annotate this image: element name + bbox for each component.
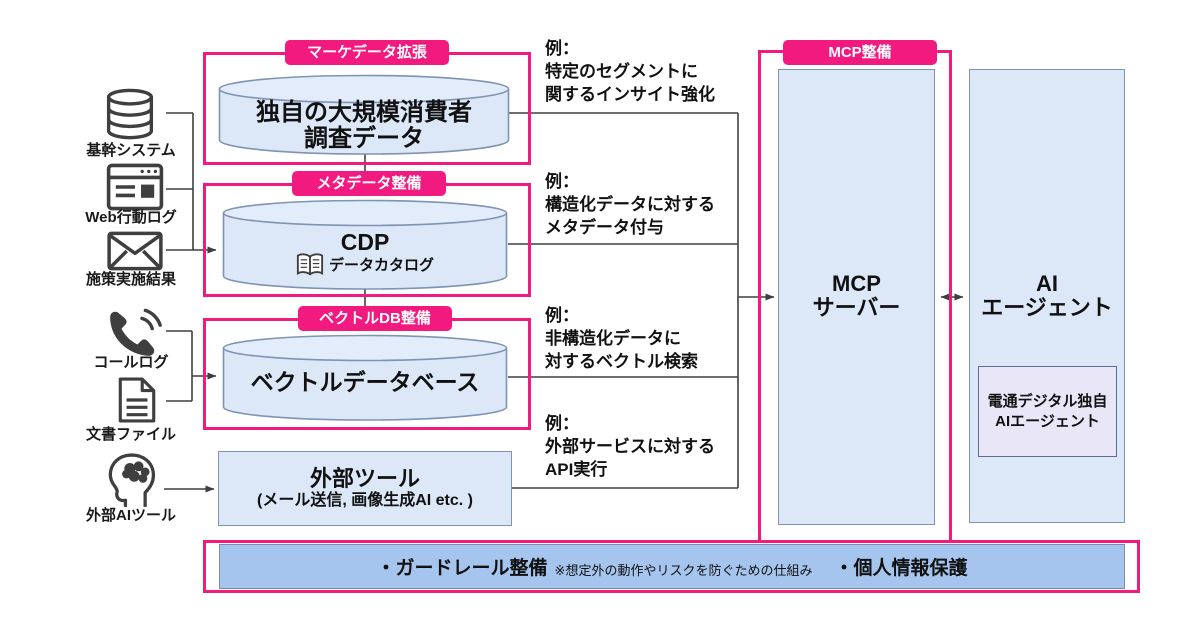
mcp-server-box xyxy=(778,69,935,525)
source-label-call-log: コールログ xyxy=(93,354,169,371)
example-insight: 例： 特定のセグメントに 関するインサイト強化 xyxy=(545,39,715,104)
ai-brain-icon xyxy=(101,451,163,513)
phone-icon xyxy=(103,307,165,362)
mail-icon xyxy=(106,231,164,276)
vector-db-cylinder xyxy=(222,334,508,421)
source-label-external-ai-tool: 外部AIツール xyxy=(85,507,176,524)
example-api-execution: 例： 外部サービスに対する API実行 xyxy=(545,414,715,479)
data-catalog-label: データカタログ xyxy=(328,257,434,274)
cdp-cylinder xyxy=(222,199,508,290)
badge-marketing-data-expansion: マーケデータ拡張 xyxy=(285,40,449,65)
external-tools-subtitle: (メール送信, 画像生成AI etc. ) xyxy=(256,491,473,509)
source-label-campaign-results: 施策実施結果 xyxy=(85,271,176,288)
cdp-cylinder-title: CDP xyxy=(340,229,390,255)
document-icon xyxy=(112,377,162,428)
survey-data-cylinder-label: 独自の大規模消費者 調査データ xyxy=(256,99,472,152)
external-tools-box: 外部ツール (メール送信, 画像生成AI etc. ) xyxy=(218,451,512,526)
mcp-server-label: MCP サーバー xyxy=(812,271,901,320)
badge-metadata-preparation: メタデータ整備 xyxy=(292,171,446,196)
badge-vector-db-preparation: ベクトルDB整備 xyxy=(298,306,452,331)
data-catalog-row: データカタログ xyxy=(222,252,508,277)
browser-icon xyxy=(106,163,164,216)
ai-agent-label: AI エージェント xyxy=(981,271,1113,320)
external-tools-title: 外部ツール xyxy=(309,465,420,491)
open-book-icon xyxy=(296,253,324,276)
guardrail-bar: ・ガードレール整備 ※想定外の動作やリスクを防ぐための仕組み ・個人情報保護 xyxy=(219,544,1125,589)
guardrail-outline xyxy=(203,540,1140,593)
example-vector-search: 例： 非構造化データに 対するベクトル検索 xyxy=(545,306,698,371)
badge-mcp-preparation: MCP整備 xyxy=(783,40,937,65)
example-metadata: 例： 構造化データに対する メタデータ付与 xyxy=(545,172,715,237)
guardrail-note: ※想定外の動作やリスクを防ぐための仕組み xyxy=(554,563,813,578)
vector-db-cylinder-label: ベクトルデータベース xyxy=(250,369,480,395)
database-icon xyxy=(103,88,157,145)
survey-data-cylinder xyxy=(218,74,510,155)
source-label-core-system: 基幹システム xyxy=(86,142,176,159)
source-label-document-file: 文書ファイル xyxy=(85,426,176,443)
dentsu-digital-agent-box: 電通デジタル独自 AIエージェント xyxy=(978,366,1117,457)
source-label-web-log: Web行動ログ xyxy=(85,209,177,226)
guardrail-item: ・ガードレール整備 xyxy=(376,558,548,579)
privacy-item: ・個人情報保護 xyxy=(834,558,968,579)
